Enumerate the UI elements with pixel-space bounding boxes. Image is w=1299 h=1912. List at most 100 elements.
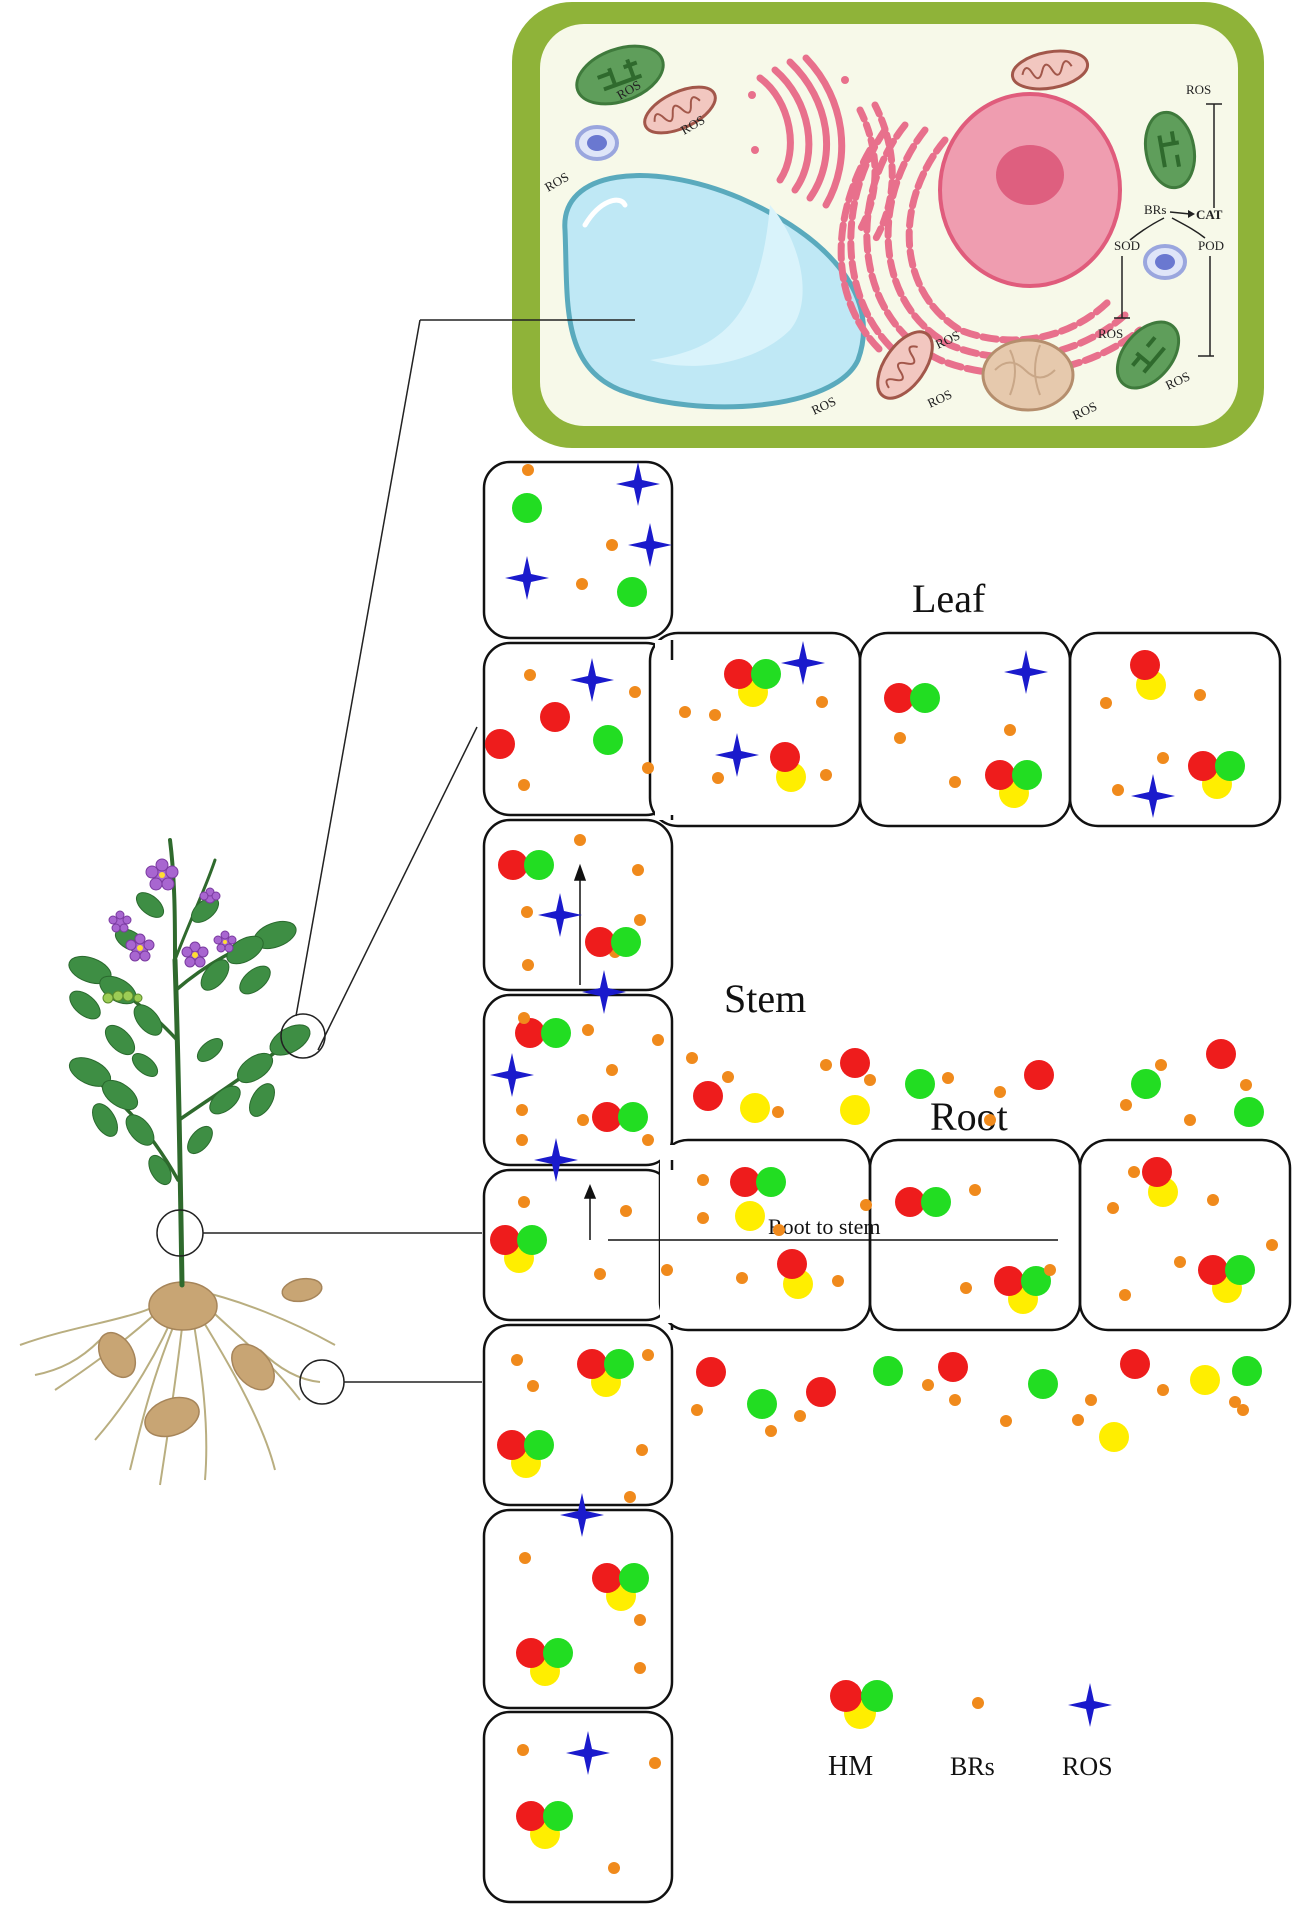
leaf-cell-2 — [858, 631, 1072, 828]
brs-dot — [636, 1444, 648, 1456]
hm-red — [592, 1563, 622, 1593]
hm-red — [777, 1249, 807, 1279]
brs-dot — [1266, 1239, 1278, 1251]
brs-dot — [511, 1354, 523, 1366]
brs-dot — [736, 1272, 748, 1284]
hm-green — [517, 1225, 547, 1255]
hm-red — [724, 659, 754, 689]
berries — [102, 990, 143, 1004]
brs-dot — [773, 1224, 785, 1236]
hm-green — [611, 927, 641, 957]
brs-dot — [620, 1205, 632, 1217]
ros-star — [538, 893, 582, 937]
hm-green — [512, 493, 542, 523]
brs-dot — [712, 772, 724, 784]
zoom-circle-root — [299, 1359, 345, 1405]
hm-red — [585, 927, 615, 957]
hm-red — [1206, 1039, 1236, 1069]
legend-brs-label: BRs — [950, 1752, 995, 1781]
column-cell-6 — [482, 1323, 674, 1507]
brs-dot — [960, 1282, 972, 1294]
brs-dot — [722, 1071, 734, 1083]
hm-green — [1232, 1356, 1262, 1386]
tubers — [97, 1277, 323, 1438]
hm-green — [910, 683, 940, 713]
pathway-sod: SOD — [1114, 238, 1140, 253]
hm-red — [485, 729, 515, 759]
legend-ros-symbol — [1068, 1683, 1112, 1727]
connector-lines — [203, 319, 635, 1383]
hm-green — [1215, 751, 1245, 781]
brs-dot — [686, 1052, 698, 1064]
brs-dot — [1155, 1059, 1167, 1071]
hm-red — [895, 1187, 925, 1217]
brs-dot — [697, 1174, 709, 1186]
brs-dot — [608, 1862, 620, 1874]
leaf-cell-3 — [1068, 631, 1282, 828]
brs-dot — [1157, 1384, 1169, 1396]
brs-dot — [594, 1268, 606, 1280]
legend-ros-label: ROS — [1062, 1752, 1113, 1781]
brs-dot — [519, 1552, 531, 1564]
hm-green — [1021, 1266, 1051, 1296]
hm-green — [617, 577, 647, 607]
root-cell-2 — [868, 1138, 1082, 1332]
label-leaf: Leaf — [912, 576, 986, 621]
label-root-to-stem: Root to stem — [768, 1214, 880, 1239]
hm-red — [693, 1081, 723, 1111]
hm-green — [604, 1349, 634, 1379]
potato-plant — [19, 838, 345, 1486]
ros-star — [1004, 650, 1048, 694]
column-cell-3 — [482, 818, 674, 992]
brs-dot — [969, 1184, 981, 1196]
brs-dot — [1240, 1079, 1252, 1091]
hm-green — [524, 850, 554, 880]
brs-dot — [1085, 1394, 1097, 1406]
brs-dot — [518, 779, 530, 791]
brs-dot — [642, 762, 654, 774]
column-cell-1 — [482, 460, 674, 640]
hm-green — [593, 725, 623, 755]
flowers — [108, 858, 237, 968]
brs-dot — [521, 906, 533, 918]
brs-dot — [634, 1614, 646, 1626]
hm-yellow — [1190, 1365, 1220, 1395]
hm-green — [873, 1356, 903, 1386]
ros-star — [560, 1493, 604, 1537]
hm-red — [994, 1266, 1024, 1296]
hm-red — [938, 1352, 968, 1382]
brs-dot — [794, 1410, 806, 1422]
hm-red — [1130, 650, 1160, 680]
brs-dot — [1184, 1114, 1196, 1126]
column-cell-2 — [482, 641, 674, 817]
brs-dot — [860, 1199, 872, 1211]
brs-dot — [1072, 1414, 1084, 1426]
brs-dot — [1112, 784, 1124, 796]
brs-dot — [820, 769, 832, 781]
brs-dot — [697, 1212, 709, 1224]
brs-dot — [679, 706, 691, 718]
ros-star — [534, 1138, 578, 1182]
hm-red — [577, 1349, 607, 1379]
legend-hm-symbol — [830, 1680, 893, 1729]
brs-dot — [629, 686, 641, 698]
hm-red — [770, 742, 800, 772]
brs-dot — [516, 1134, 528, 1146]
plant-cell-inset: ROS ROS ROS ROS ROS ROS ROS ROS ROS BRs … — [512, 2, 1264, 448]
brs-dot — [576, 578, 588, 590]
ros-star — [616, 462, 660, 506]
ros-star — [582, 970, 626, 1014]
hm-green — [619, 1563, 649, 1593]
ros-star — [781, 641, 825, 685]
ros-star — [1131, 774, 1175, 818]
brs-dot — [634, 1662, 646, 1674]
brs-dot — [518, 1196, 530, 1208]
pathway-ros-left: ROS — [1098, 326, 1123, 341]
hm-yellow — [740, 1093, 770, 1123]
brs-dot — [949, 1394, 961, 1406]
brs-dot — [1207, 1194, 1219, 1206]
hm-red — [540, 702, 570, 732]
hm-yellow — [840, 1095, 870, 1125]
